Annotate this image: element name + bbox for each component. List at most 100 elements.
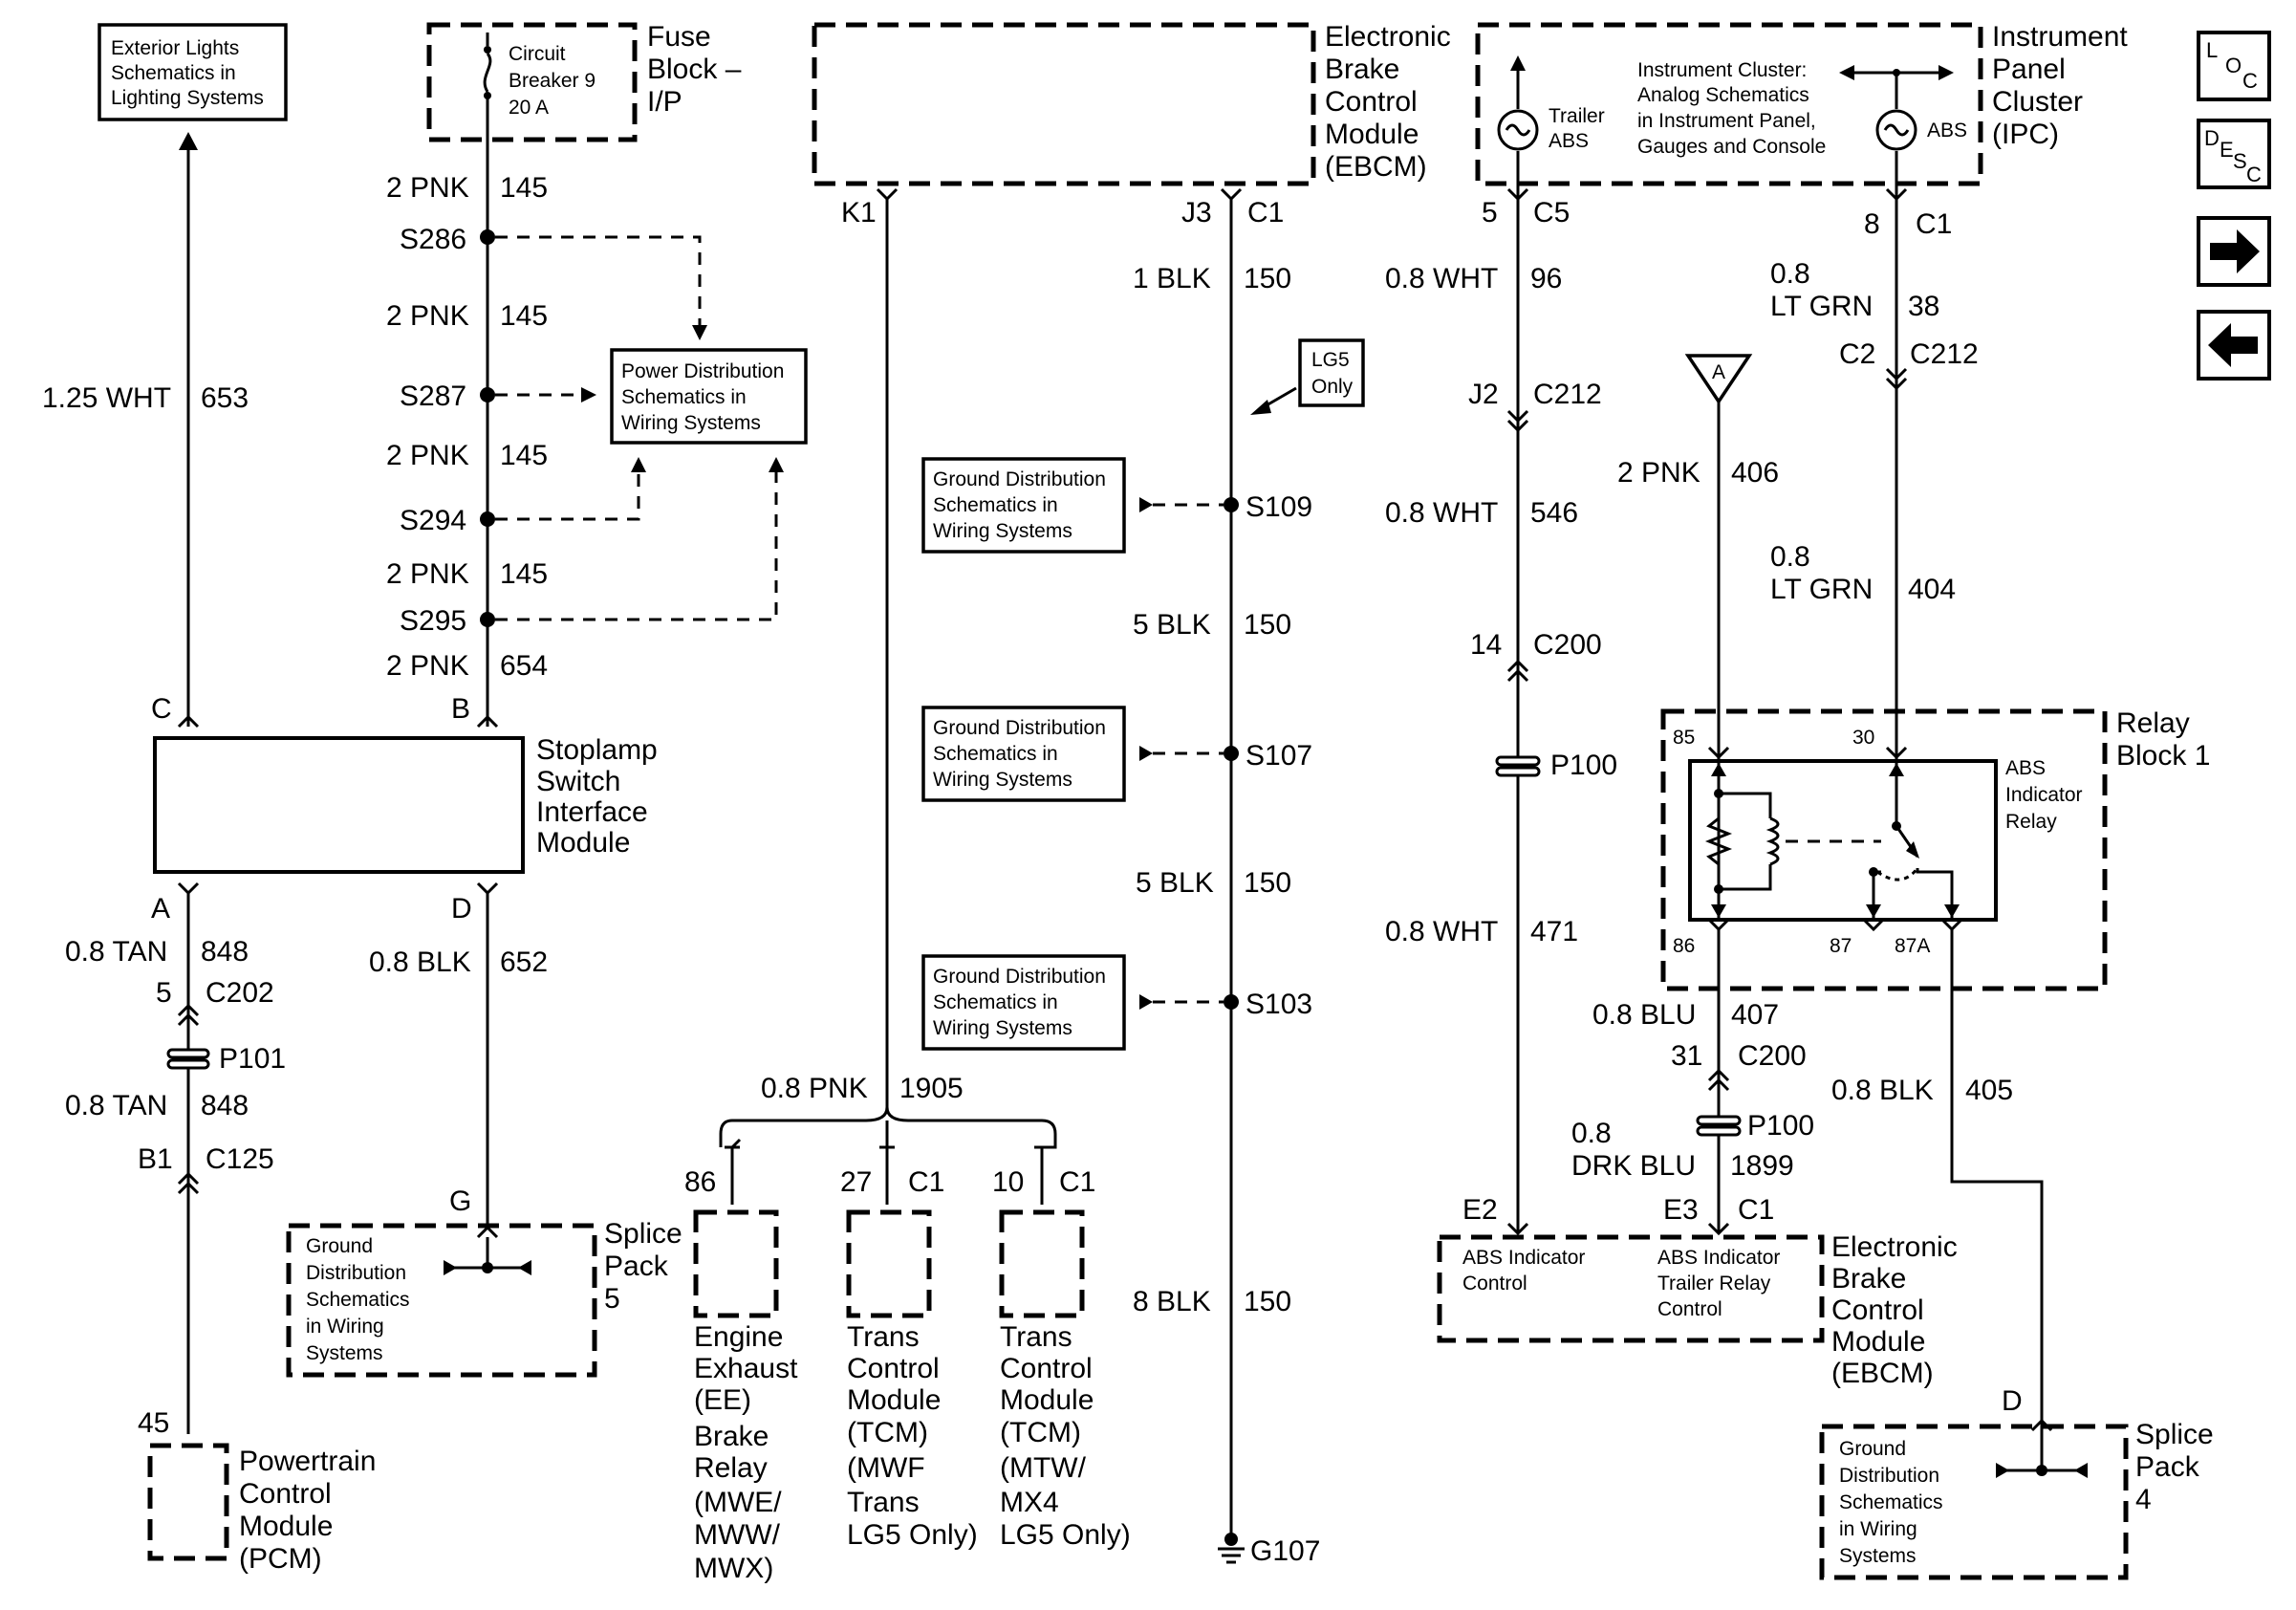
ebcm-bottom[interactable]: ABS Indicator Control ABS Indicator Trai… [1437,1231,1958,1389]
svg-text:Trans: Trans [1000,1321,1072,1353]
svg-text:A: A [1712,361,1725,383]
svg-text:ABS: ABS [1549,130,1589,152]
svg-text:S294: S294 [400,505,466,536]
svg-text:(MWF: (MWF [847,1452,925,1484]
stoplamp-switch-interface-module[interactable]: Stoplamp Switch Interface Module [153,734,658,874]
svg-text:G: G [449,1186,471,1217]
svg-text:I/P: I/P [647,86,682,118]
connector-j2-icon [1506,409,1529,433]
svg-text:848: 848 [201,936,249,968]
svg-text:Interface: Interface [536,796,648,828]
svg-text:E: E [2220,138,2234,162]
svg-text:Power Distribution: Power Distribution [621,360,784,382]
svg-text:Cluster: Cluster [1992,86,2083,118]
svg-text:Brake: Brake [1831,1263,1906,1295]
relay-coil-icon [1704,757,1780,918]
connector-86-icon [725,1138,742,1205]
svg-text:85: 85 [1673,727,1695,749]
splice-s286: S286 [400,224,495,255]
svg-text:4: 4 [2135,1484,2152,1515]
connector-j3-icon [1220,187,1243,202]
svg-text:P100: P100 [1747,1110,1814,1142]
svg-text:Lighting Systems: Lighting Systems [111,87,264,109]
fuse-block[interactable]: Fuse Block – I/P [426,21,742,142]
svg-text:Ground: Ground [306,1235,373,1257]
ebcm-top[interactable]: Electronic Brake Control Module (EBCM) [812,21,1451,186]
svg-text:C: C [2242,69,2258,93]
svg-text:(EE): (EE) [694,1384,751,1416]
svg-text:0.8 WHT: 0.8 WHT [1385,497,1498,529]
svg-text:0.8: 0.8 [1571,1118,1612,1149]
svg-text:Control: Control [1462,1273,1527,1295]
pass-through-p100-a: P100 [1495,750,1617,781]
splice-s295: S295 [400,605,495,637]
svg-text:150: 150 [1244,609,1291,641]
next-arrow-button[interactable] [2197,216,2271,287]
svg-text:Wiring Systems: Wiring Systems [933,769,1072,791]
connector-b-icon [476,714,499,729]
svg-text:Splice: Splice [2135,1419,2214,1450]
exterior-lights-block[interactable]: Exterior Lights Schematics in Lighting S… [97,23,288,121]
pass-through-p100-b: P100 [1696,1110,1814,1142]
svg-text:P101: P101 [219,1043,286,1075]
svg-text:145: 145 [500,172,548,204]
svg-text:C200: C200 [1533,629,1602,661]
description-button[interactable]: D E S C [2197,119,2271,189]
svg-text:ABS: ABS [1927,120,1967,141]
svg-text:0.8 BLU: 0.8 BLU [1592,999,1696,1031]
svg-text:E3: E3 [1663,1194,1699,1226]
ground-dist-s109[interactable]: Ground Distribution Schematics in Wiring… [921,457,1126,554]
svg-text:0.8 WHT: 0.8 WHT [1385,916,1498,947]
svg-text:5: 5 [604,1283,620,1315]
svg-text:5: 5 [156,977,172,1009]
svg-text:ABS: ABS [2005,757,2046,779]
svg-text:O: O [2225,54,2242,77]
svg-text:(MTW/: (MTW/ [1000,1452,1087,1484]
svg-text:20 A: 20 A [509,97,549,119]
svg-text:Circuit: Circuit [509,43,566,65]
svg-text:LT GRN: LT GRN [1770,574,1873,605]
svg-text:Exterior Lights: Exterior Lights [111,37,239,59]
tcm-module-1[interactable]: Trans Control Module (TCM) (MWF Trans LG… [846,1209,978,1551]
instrument-panel-cluster[interactable]: Instrument Panel Cluster (IPC) Instrumen… [1475,21,2128,186]
svg-text:0.8 PNK: 0.8 PNK [761,1073,868,1104]
svg-text:0.8 BLK: 0.8 BLK [1831,1075,1934,1106]
svg-text:S107: S107 [1245,740,1312,772]
svg-text:2 PNK: 2 PNK [386,440,469,471]
location-button[interactable]: L O C [2197,31,2271,101]
svg-text:86: 86 [1673,935,1695,957]
svg-text:L: L [2206,38,2218,62]
previous-arrow-button[interactable] [2197,310,2271,381]
svg-text:J3: J3 [1181,197,1212,228]
svg-text:(EBCM): (EBCM) [1831,1358,1934,1389]
wire-1905-branch [719,1106,1057,1135]
svg-text:(IPC): (IPC) [1992,119,2059,150]
svg-text:405: 405 [1965,1075,2013,1106]
svg-text:Schematics in: Schematics in [111,62,236,84]
relay-block-1[interactable]: Relay Block 1 [1660,707,2210,991]
svg-text:Ground Distribution: Ground Distribution [933,966,1106,988]
ee-brake-relay[interactable]: Engine Exhaust (EE) Brake Relay (MWE/ MW… [693,1209,798,1584]
tcm-module-2[interactable]: Trans Control Module (TCM) (MTW/ MX4 LG5… [999,1209,1131,1551]
power-distribution-block[interactable]: Power Distribution Schematics in Wiring … [610,348,808,445]
svg-text:1899: 1899 [1730,1150,1794,1182]
svg-text:407: 407 [1731,999,1779,1031]
svg-text:Control: Control [847,1353,940,1384]
svg-text:C1: C1 [1059,1166,1095,1198]
svg-text:652: 652 [500,946,548,978]
connector-k1-icon [876,187,899,202]
powertrain-control-module[interactable]: Powertrain Control Module (PCM) [147,1443,376,1575]
svg-text:Trans: Trans [847,1321,920,1353]
lg5-only-note: LG5 Only [1250,338,1365,415]
svg-text:P100: P100 [1550,750,1617,781]
splice-pack-4[interactable]: Ground Distribution Schematics in Wiring… [1819,1419,2214,1580]
ground-dist-s107[interactable]: Ground Distribution Schematics in Wiring… [921,706,1126,802]
trailer-abs-lamp-icon: Trailer ABS [1497,55,1605,199]
splice-reference-a[interactable]: A [1684,354,1753,405]
splice-pack-5[interactable]: Ground Distribution Schematics in Wiring… [286,1218,682,1378]
svg-text:in Instrument Panel,: in Instrument Panel, [1637,110,1816,132]
ground-dist-s103[interactable]: Ground Distribution Schematics in Wiring… [921,954,1126,1051]
abs-indicator-relay[interactable]: ABS Indicator Relay [1688,757,2083,922]
svg-text:Exhaust: Exhaust [694,1353,798,1384]
svg-text:45: 45 [138,1407,169,1439]
